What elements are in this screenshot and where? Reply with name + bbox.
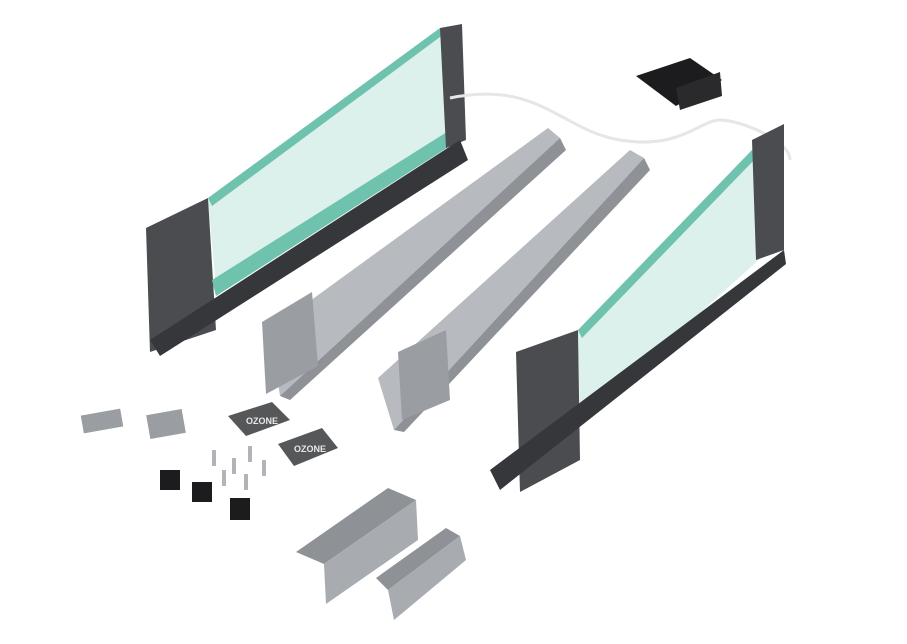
right-slide-runner [378,150,650,432]
rear-brackets [296,488,466,620]
right-drawer-side [490,124,786,492]
control-unit [449,58,792,161]
logo-cap-label: OZONE [246,416,278,426]
small-hardware: OZONE OZONE [80,402,338,520]
logo-cap-label-2: OZONE [294,444,326,454]
left-slide-runner [262,128,566,400]
left-drawer-side [146,24,468,356]
